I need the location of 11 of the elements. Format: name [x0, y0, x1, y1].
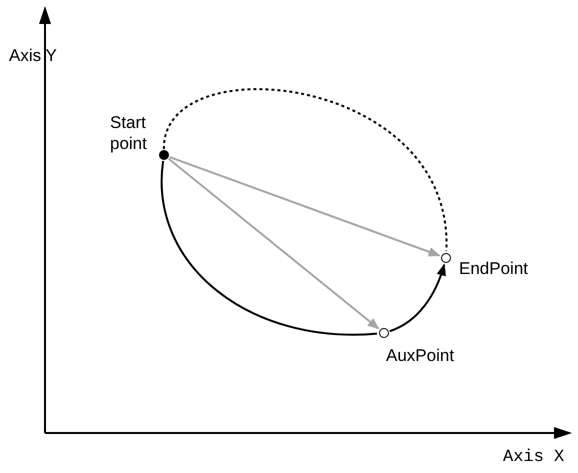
point-label: EndPoint: [459, 258, 528, 279]
point-label: AuxPoint: [386, 345, 454, 366]
dotted-arc: [162, 88, 448, 252]
axis-label: Axis X: [503, 447, 564, 468]
point-marker: [158, 150, 168, 160]
arrow: [389, 264, 446, 332]
point-marker: [440, 252, 450, 262]
point-label: Start point: [110, 112, 148, 154]
arrow: [169, 156, 441, 257]
axis-label: Axis Y: [9, 45, 57, 66]
point-marker: [378, 328, 388, 338]
